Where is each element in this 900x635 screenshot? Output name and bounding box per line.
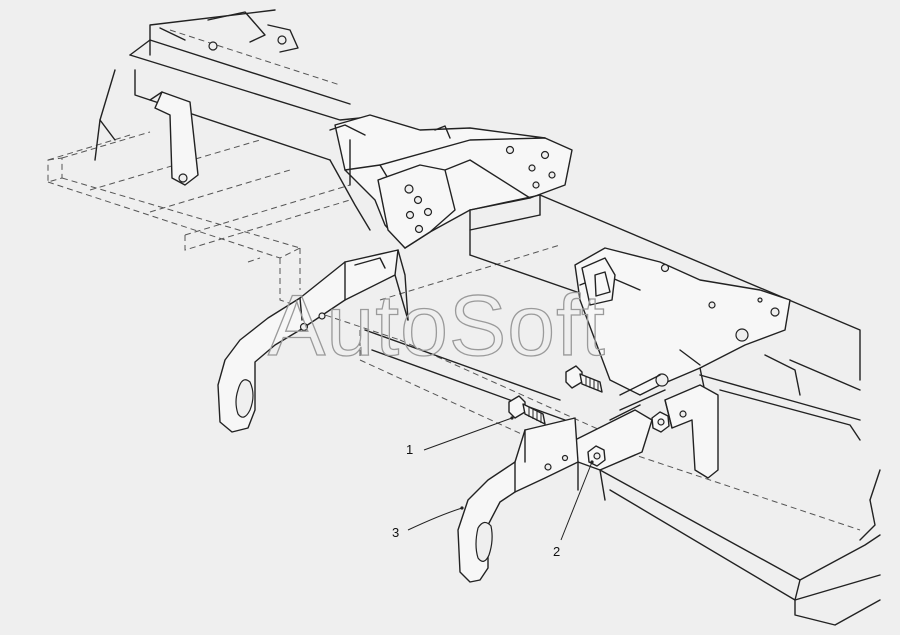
rear-left-bracket	[149, 91, 199, 186]
bolt-lower	[508, 395, 546, 425]
right-vertical-bracket	[664, 384, 719, 479]
callout-2: 2	[553, 544, 560, 559]
upper-cross-beam	[94, 9, 361, 161]
right-hitch-plate	[574, 247, 791, 396]
bolt-upper	[565, 365, 603, 393]
watermark-text: AutoSoft	[268, 278, 606, 374]
nut-upper	[651, 411, 670, 433]
rear-frame-rail	[47, 131, 601, 471]
right-tow-hook	[457, 417, 579, 583]
left-tow-hook	[217, 249, 409, 433]
callout-leaders	[407, 416, 594, 541]
callout-1: 1	[406, 442, 413, 457]
upper-hitch-tower	[329, 114, 573, 249]
callout-3: 3	[392, 525, 399, 540]
